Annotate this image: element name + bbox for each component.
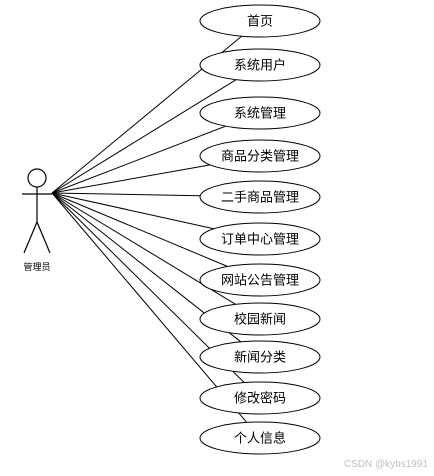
use-case-ellipse <box>199 381 321 415</box>
use-case-label: 个人信息 <box>234 431 286 447</box>
use-case: 二手商品管理 <box>199 180 321 214</box>
use-case-label: 系统用户 <box>234 58 286 74</box>
association-line <box>51 192 214 230</box>
use-case-ellipse <box>199 263 321 297</box>
use-case-ellipse <box>199 222 321 256</box>
use-case: 订单中心管理 <box>199 222 321 256</box>
use-case: 网站公告管理 <box>199 263 321 297</box>
association-line <box>51 79 237 194</box>
use-case-label: 商品分类管理 <box>221 150 299 165</box>
actor-right-leg <box>36 221 51 254</box>
actor-name: 管理员 <box>23 261 50 273</box>
association-line <box>51 192 248 423</box>
use-case-ellipse <box>199 48 321 82</box>
association-line <box>51 164 211 194</box>
use-case-label: 修改密码 <box>234 391 286 407</box>
use-case-ellipse <box>199 139 321 173</box>
use-case-list: 首页系统用户系统管理商品分类管理二手商品管理订单中心管理网站公告管理校园新闻新闻… <box>199 4 321 455</box>
use-case-label: 订单中心管理 <box>221 233 299 248</box>
actor-left-leg <box>23 221 38 254</box>
use-case: 首页 <box>199 4 321 38</box>
association-line <box>51 192 228 267</box>
use-case: 新闻分类 <box>199 340 321 374</box>
use-case-ellipse <box>199 421 321 455</box>
use-case-ellipse <box>199 4 321 38</box>
use-case-ellipse <box>199 340 321 374</box>
use-case-label: 网站公告管理 <box>221 274 299 289</box>
use-case-ellipse <box>199 96 321 130</box>
use-case-label: 系统管理 <box>234 107 286 122</box>
use-case: 系统用户 <box>199 48 321 82</box>
association-line <box>51 192 201 197</box>
use-case: 修改密码 <box>199 381 321 415</box>
use-case: 系统管理 <box>199 96 321 130</box>
use-case-label: 二手商品管理 <box>221 191 299 206</box>
use-case-ellipse <box>199 302 321 336</box>
use-case: 校园新闻 <box>199 302 321 336</box>
use-case-label: 首页 <box>247 15 273 30</box>
association-line <box>51 125 226 194</box>
use-case: 个人信息 <box>199 421 321 455</box>
actor-admin: 管理员 <box>22 168 52 273</box>
watermark: CSDN @kybs1991 <box>343 459 428 470</box>
use-case-ellipse <box>199 180 321 214</box>
use-case: 商品分类管理 <box>199 139 321 173</box>
use-case-label: 新闻分类 <box>234 350 286 366</box>
use-case-label: 校园新闻 <box>234 312 286 328</box>
actor-head <box>27 168 47 188</box>
